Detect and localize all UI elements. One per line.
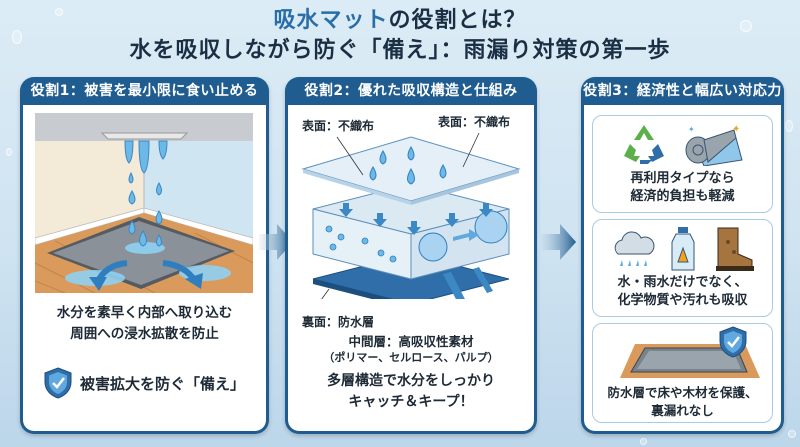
label-surface-left: 表面：不織布 <box>302 119 375 133</box>
leak-illustration <box>35 113 253 293</box>
feature-card-protection: 防水層で床や木材を保護、 裏漏れなし <box>592 323 773 423</box>
chemical-bottle-icon <box>671 227 694 271</box>
icon-row: ✦ ✦ <box>593 122 772 166</box>
bubble-decoration <box>640 438 647 445</box>
panel-text: 多層構造で水分をしっかり キャッチ＆キープ！ <box>288 371 534 413</box>
layer-structure-diagram <box>301 132 521 299</box>
bubble-decoration <box>55 8 63 16</box>
panel-role-3: 役割3：経済性と幅広い対応力 ✦ ✦ <box>581 77 784 434</box>
panel-header: 役割3：経済性と幅広い対応力 <box>583 83 782 99</box>
mat-on-floor-icon <box>620 344 760 378</box>
rain-cloud-icon <box>614 231 654 266</box>
water-drops <box>124 140 168 247</box>
text-line: 裏漏れなし <box>651 403 714 418</box>
bubble-decoration <box>788 430 796 438</box>
label-middle: 中間層：高吸収性素材 <box>348 334 474 349</box>
water-drops <box>369 146 447 185</box>
card-text: 水・雨水だけでなく、 化学物質や汚れも吸収 <box>593 274 772 310</box>
feature-card-versatile: 水・雨水だけでなく、 化学物質や汚れも吸収 <box>592 219 773 317</box>
right-wall <box>144 141 253 238</box>
text-line: 多層構造で水分をしっかり <box>327 373 495 389</box>
recycle-icon <box>623 125 664 164</box>
panel-text: 水分を素早く内部へ取り込む 周囲への浸水拡散を防止 <box>23 303 266 345</box>
title-rest: の役割とは？ <box>388 8 527 33</box>
text-line: 防水層で床や木材を保護、 <box>607 385 758 400</box>
flow-arrow-right-icon <box>538 224 576 260</box>
badge-text: 被害拡大を防ぐ「備え」 <box>79 374 245 393</box>
title-block: 吸水マットの役割とは？ 水を吸収しながら防ぐ「備え」：雨漏り対策の第一歩 <box>0 6 800 66</box>
svg-text:✦: ✦ <box>732 124 740 135</box>
svg-text:✦: ✦ <box>688 125 695 134</box>
rolled-mat-icon: ✦ ✦ <box>685 124 743 166</box>
panel-role-1: 役割1：被害を最小限に食い止める <box>20 77 269 434</box>
badge-row: 被害拡大を防ぐ「備え」 <box>23 367 266 399</box>
icon-row <box>593 226 772 272</box>
text-line: 経済的負担も軽減 <box>630 189 735 204</box>
text-line: 水・雨水だけでなく、 <box>617 275 748 290</box>
ceiling-vent <box>100 132 189 140</box>
panel-body: ✦ ✦ 再利用タイプなら 経済的負担も軽減 <box>584 105 781 431</box>
panel-role-2: 役割2：優れた吸収構造と仕組み 表面：不織布 表面：不織布 <box>285 77 537 434</box>
label-surface-right: 表面：不織布 <box>438 115 511 129</box>
label-back: 裏面：防水層 <box>302 315 375 329</box>
shield-check-icon <box>44 367 72 399</box>
polymer-zoom-small <box>418 232 448 262</box>
shield-check-icon <box>719 326 747 358</box>
feature-card-reusable: ✦ ✦ 再利用タイプなら 経済的負担も軽減 <box>592 115 773 213</box>
panel-body: 表面：不織布 表面：不織布 <box>288 105 534 431</box>
bubble-decoration <box>785 120 793 132</box>
panel-body: 水分を素早く内部へ取り込む 周囲への浸水拡散を防止 被害拡大を防ぐ「備え」 <box>23 105 266 431</box>
bubble-decoration <box>12 30 22 44</box>
bubble-decoration <box>6 148 12 156</box>
panel-header: 役割2：優れた吸収構造と仕組み <box>304 83 518 99</box>
page-title: 吸水マットの役割とは？ <box>0 6 800 36</box>
card-text: 防水層で床や木材を保護、 裏漏れなし <box>593 384 772 420</box>
text-line: 水分を素早く内部へ取り込む <box>56 305 233 321</box>
flow-arrows <box>339 203 493 299</box>
text-line: 再利用タイプなら <box>630 171 735 186</box>
label-middle-detail: （ポリマー、セルロース、パルプ） <box>323 351 499 364</box>
page-subtitle: 水を吸収しながら防ぐ「備え」：雨漏り対策の第一歩 <box>129 38 671 63</box>
card-text: 再利用タイプなら 経済的負担も軽減 <box>593 170 772 206</box>
flow-arrow-right-icon <box>259 224 293 260</box>
text-line: キャッチ＆キープ！ <box>348 394 474 410</box>
left-wall <box>35 141 144 238</box>
bubble-decoration <box>740 20 752 32</box>
text-line: 周囲への浸水拡散を防止 <box>70 326 219 342</box>
polymer-zoom-large <box>474 210 508 244</box>
title-accent: 吸水マット <box>273 8 389 33</box>
panel-header: 役割1：被害を最小限に食い止める <box>30 83 259 99</box>
text-line: 化学物質や汚れも吸収 <box>617 293 748 308</box>
boot-icon <box>715 227 754 271</box>
